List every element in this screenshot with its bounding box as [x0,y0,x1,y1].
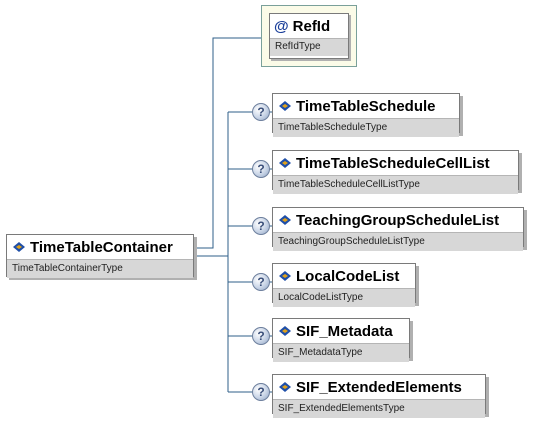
element-icon [279,271,291,281]
element-type: TimeTableContainerType [7,259,193,278]
element-icon [13,242,25,252]
element-name: TimeTableScheduleCellList [296,154,490,172]
element-icon [279,158,291,168]
element-name: SIF_Metadata [296,322,393,340]
attribute-name: RefId [292,17,331,35]
element-type: TeachingGroupScheduleListType [273,232,523,251]
element-type: LocalCodeListType [273,288,415,307]
element-name: LocalCodeList [296,267,400,285]
child-element-box[interactable]: LocalCodeList LocalCodeListType [272,263,416,307]
child-element-box[interactable]: TimeTableSchedule TimeTableScheduleType [272,93,460,137]
element-icon [279,215,291,225]
element-name: TimeTableContainer [30,238,173,256]
element-type: TimeTableScheduleType [273,118,459,137]
element-type: TimeTableScheduleCellListType [273,175,518,194]
root-element-box[interactable]: TimeTableContainer TimeTableContainerTyp… [6,234,194,278]
element-icon [279,101,291,111]
element-name: SIF_ExtendedElements [296,378,462,396]
attribute-icon: @ [274,17,289,35]
optional-icon: ? [252,217,270,235]
attribute-box[interactable]: @ RefId RefIdType [261,5,357,67]
element-icon [279,326,291,336]
optional-icon: ? [252,327,270,345]
attribute-type: RefIdType [270,38,348,56]
element-name: TeachingGroupScheduleList [296,211,500,229]
optional-icon: ? [252,383,270,401]
optional-icon: ? [252,160,270,178]
element-type: SIF_MetadataType [273,343,409,362]
child-element-box[interactable]: TeachingGroupScheduleList TeachingGroupS… [272,207,524,251]
optional-icon: ? [252,273,270,291]
child-element-box[interactable]: TimeTableScheduleCellList TimeTableSched… [272,150,519,194]
optional-icon: ? [252,103,270,121]
child-element-box[interactable]: SIF_Metadata SIF_MetadataType [272,318,410,362]
element-icon [279,382,291,392]
element-type: SIF_ExtendedElementsType [273,399,485,418]
child-element-box[interactable]: SIF_ExtendedElements SIF_ExtendedElement… [272,374,486,418]
element-name: TimeTableSchedule [296,97,436,115]
